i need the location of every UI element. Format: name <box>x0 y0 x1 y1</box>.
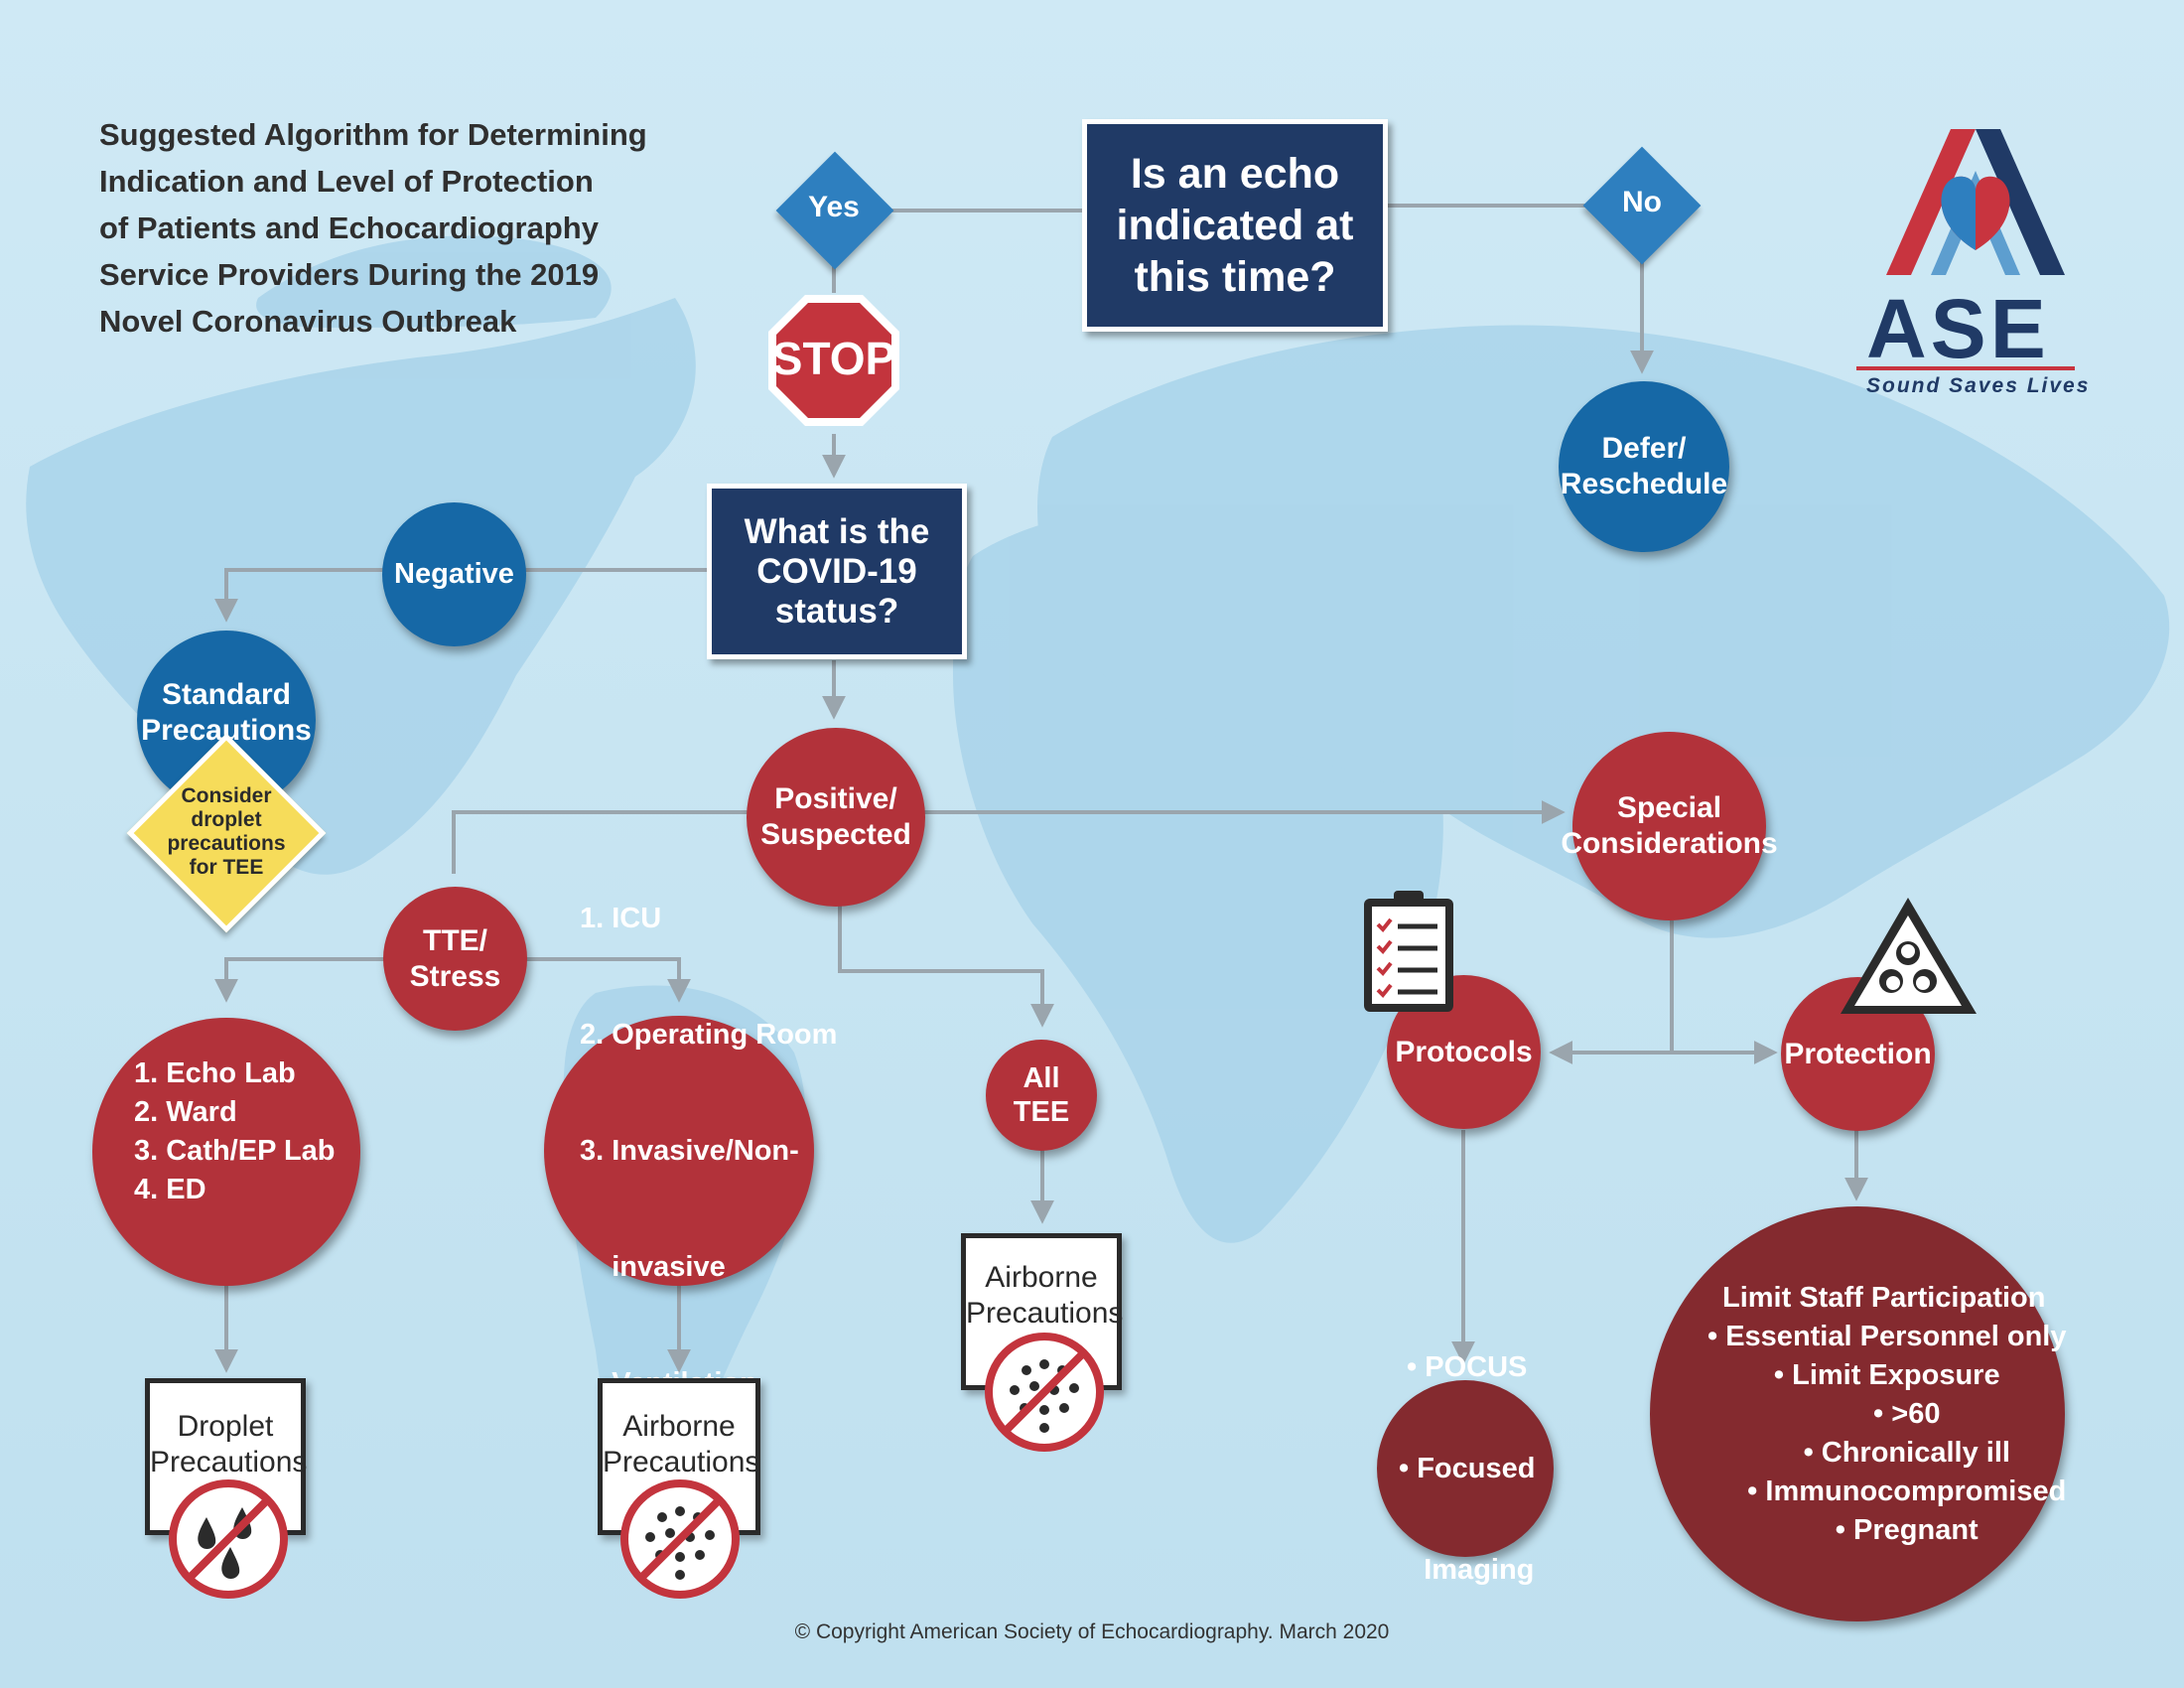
defer-line: Defer/ <box>1601 432 1687 465</box>
title-line: Indication and Level of Protection <box>99 164 594 199</box>
biohazard-icon <box>1841 898 1977 1014</box>
pocus-item: Imaging <box>1400 1554 1535 1586</box>
copyright-footer: © Copyright American Society of Echocard… <box>794 1620 1390 1643</box>
question-line: What is the <box>744 511 930 551</box>
tte-line: Stress <box>409 959 501 993</box>
consider-line: precautions <box>167 832 286 855</box>
no-airborne-particles-icon <box>620 1479 740 1599</box>
all-tee-node: All TEE <box>986 1040 1097 1151</box>
negative-node: Negative <box>382 502 526 646</box>
limit-staff-node: Limit Staff Participation • Essential Pe… <box>1650 1206 2067 1621</box>
protection-label: Protection <box>1784 1037 1932 1070</box>
card-line: Airborne <box>985 1261 1098 1294</box>
defer-reschedule-node: Defer/ Reschedule <box>1559 381 1729 552</box>
location-list-node-b: 1. ICU 2. Operating Room 3. Invasive/Non… <box>544 903 837 1399</box>
no-airborne-particles-icon <box>985 1333 1104 1452</box>
logo-name: ASE <box>1856 287 2075 370</box>
positive-line: Suspected <box>760 818 911 851</box>
location-item: 3. Cath/EP Lab <box>134 1135 336 1167</box>
standard-line: Standard <box>161 678 292 711</box>
title-line: Suggested Algorithm for Determining <box>99 117 647 152</box>
consider-line: Consider <box>181 784 272 807</box>
title-line: Service Providers During the 2019 <box>99 257 600 292</box>
pocus-item: • Focused <box>1399 1453 1536 1484</box>
heart-logo-icon <box>1886 129 2065 275</box>
positive-suspected-node: Positive/ Suspected <box>747 728 925 907</box>
consider-droplet-text: Consider droplet precautions for TEE <box>147 784 306 880</box>
flow-connectors <box>214 204 1868 1373</box>
standard-precautions-node: Standard Precautions <box>137 631 316 809</box>
question-covid-status: What is the COVID-19 status? <box>707 484 967 659</box>
special-considerations-node: Special Considerations <box>1561 732 1778 920</box>
location-item: 1. ICU <box>580 902 662 934</box>
title-line: Novel Coronavirus Outbreak <box>99 304 517 339</box>
pocus-node: • POCUS • Focused Imaging <box>1377 1351 1554 1586</box>
card-line: Precautions <box>966 1297 1124 1330</box>
limit-item: • >60 <box>1873 1397 1941 1430</box>
no-droplets-icon <box>169 1479 288 1599</box>
no-label: No <box>1622 186 1662 218</box>
limit-item: • Immunocompromised <box>1747 1475 2067 1507</box>
card-line: Precautions <box>150 1446 308 1478</box>
ase-logo: ASE Sound Saves Lives <box>1856 111 2095 399</box>
question-line: Is an echo <box>1130 150 1340 198</box>
limit-staff-list: Limit Staff Participation • Essential Pe… <box>1702 1279 2067 1550</box>
limit-item: • Chronically ill <box>1803 1436 2010 1469</box>
defer-line: Reschedule <box>1560 468 1728 500</box>
consider-line: for TEE <box>189 856 264 879</box>
limit-item: • Essential Personnel only <box>1707 1320 2067 1352</box>
question-echo-indicated: Is an echo indicated at this time? <box>1082 119 1388 332</box>
question-line: this time? <box>1134 253 1336 301</box>
pocus-item: • POCUS <box>1407 1351 1528 1383</box>
location-list-node-a: 1. Echo Lab 2. Ward 3. Cath/EP Lab 4. ED <box>92 1018 360 1286</box>
location-item: 3. Invasive/Non- <box>580 1134 799 1167</box>
card-line: Precautions <box>603 1446 760 1478</box>
location-item: 2. Ward <box>134 1096 237 1128</box>
location-item: invasive <box>580 1250 726 1283</box>
stop-sign-text: STOP <box>772 333 895 384</box>
yes-label: Yes <box>808 191 860 223</box>
special-line: Considerations <box>1561 827 1778 860</box>
card-line: Airborne <box>622 1410 736 1443</box>
location-item: 1. Echo Lab <box>134 1057 296 1089</box>
stop-sign-icon: STOP <box>768 295 899 426</box>
special-line: Special <box>1616 791 1722 824</box>
card-line: Droplet <box>177 1410 274 1443</box>
consider-line: droplet <box>191 808 262 831</box>
all-tee-line: All <box>1023 1062 1060 1094</box>
location-item: 4. ED <box>134 1174 206 1205</box>
tte-stress-node: TTE/ Stress <box>383 887 527 1031</box>
protocols-label: Protocols <box>1395 1035 1533 1068</box>
limit-item: • Pregnant <box>1835 1513 1979 1546</box>
pocus-list: • POCUS • Focused Imaging <box>1399 1283 1535 1654</box>
question-line: indicated at <box>1116 202 1354 249</box>
diagram-title: Suggested Algorithm for Determining Indi… <box>99 111 655 345</box>
title-line: of Patients and Echocardiography <box>99 211 599 245</box>
negative-label: Negative <box>394 558 514 590</box>
tte-line: TTE/ <box>423 923 487 957</box>
question-line: status? <box>774 591 899 631</box>
question-line: COVID-19 <box>756 551 917 591</box>
limit-item: • Limit Exposure <box>1773 1358 2000 1391</box>
clipboard-checklist-icon <box>1364 891 1453 1012</box>
all-tee-line: TEE <box>1013 1096 1070 1128</box>
location-list: 1. Echo Lab 2. Ward 3. Cath/EP Lab 4. ED <box>134 1055 336 1209</box>
logo-tagline: Sound Saves Lives <box>1866 374 2091 397</box>
positive-line: Positive/ <box>774 782 897 815</box>
location-item: 2. Operating Room <box>580 1018 838 1051</box>
limit-heading: Limit Staff Participation <box>1722 1281 2046 1314</box>
